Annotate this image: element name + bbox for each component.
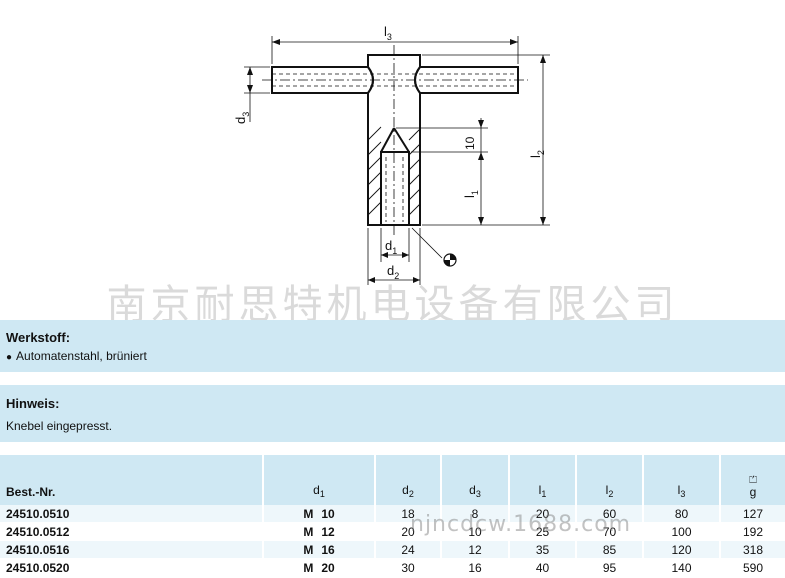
werkstoff-title: Werkstoff: <box>6 330 71 345</box>
cell-nr: 24510.0516 <box>0 540 263 559</box>
header-d2: d2 <box>374 455 441 505</box>
table-header-row: Best.-Nr. d1 d2 d3 l1 l2 l3 ⏍g <box>0 455 785 505</box>
dim-l1: l1 <box>462 190 480 198</box>
header-l1: l1 <box>508 455 576 505</box>
cell-l3: 100 <box>642 522 720 541</box>
werkstoff-item: ●Automatenstahl, brüniert <box>6 349 147 363</box>
cell-l3: 80 <box>642 505 720 523</box>
cell-d3: 16 <box>440 558 509 577</box>
hinweis-title: Hinweis: <box>6 396 60 411</box>
cell-l1: 20 <box>508 505 576 523</box>
cell-d3: 8 <box>440 505 509 523</box>
specs-table: Best.-Nr. d1 d2 d3 l1 l2 l3 ⏍g 24510.051… <box>0 455 785 577</box>
cell-d2: 18 <box>374 505 441 523</box>
cell-d2: 20 <box>374 522 441 541</box>
hinweis-section: Hinweis: Knebel eingepresst. <box>0 385 785 442</box>
cell-l2: 95 <box>575 558 643 577</box>
cell-d2: 24 <box>374 540 441 559</box>
cell-d2: 30 <box>374 558 441 577</box>
cell-l1: 25 <box>508 522 576 541</box>
cell-g: 318 <box>719 540 785 559</box>
weight-icon: ⏍ <box>749 475 757 486</box>
cell-l3: 140 <box>642 558 720 577</box>
header-weight: ⏍g <box>719 455 785 505</box>
header-best-nr: Best.-Nr. <box>0 455 263 505</box>
cell-nr: 24510.0512 <box>0 522 263 541</box>
cell-l2: 70 <box>575 522 643 541</box>
cell-d3: 10 <box>440 522 509 541</box>
cell-l2: 85 <box>575 540 643 559</box>
header-d1: d1 <box>262 455 375 505</box>
dim-10: 10 <box>463 136 477 150</box>
dim-l2: l2 <box>528 150 546 158</box>
header-l3: l3 <box>642 455 720 505</box>
cell-l1: 35 <box>508 540 576 559</box>
werkstoff-section: Werkstoff: ●Automatenstahl, brüniert <box>0 320 785 372</box>
cell-g: 192 <box>719 522 785 541</box>
dim-d2: d2 <box>387 263 399 281</box>
cell-g: 590 <box>719 558 785 577</box>
technical-drawing: l3 d3 l2 10 l1 d1 d2 <box>233 24 550 285</box>
bullet-icon: ● <box>6 352 13 363</box>
werkstoff-item-text: Automatenstahl, brüniert <box>16 349 147 363</box>
cell-l2: 60 <box>575 505 643 523</box>
header-l2: l2 <box>575 455 643 505</box>
cell-l3: 120 <box>642 540 720 559</box>
cell-l1: 40 <box>508 558 576 577</box>
dim-d3: d3 <box>233 112 251 124</box>
dim-l3: l3 <box>384 24 392 42</box>
cell-g: 127 <box>719 505 785 523</box>
hinweis-text: Knebel eingepresst. <box>6 419 113 433</box>
cell-d3: 12 <box>440 540 509 559</box>
cell-nr: 24510.0520 <box>0 558 263 577</box>
finish-symbol-icon <box>443 253 457 267</box>
header-d3: d3 <box>440 455 509 505</box>
cell-nr: 24510.0510 <box>0 505 263 523</box>
